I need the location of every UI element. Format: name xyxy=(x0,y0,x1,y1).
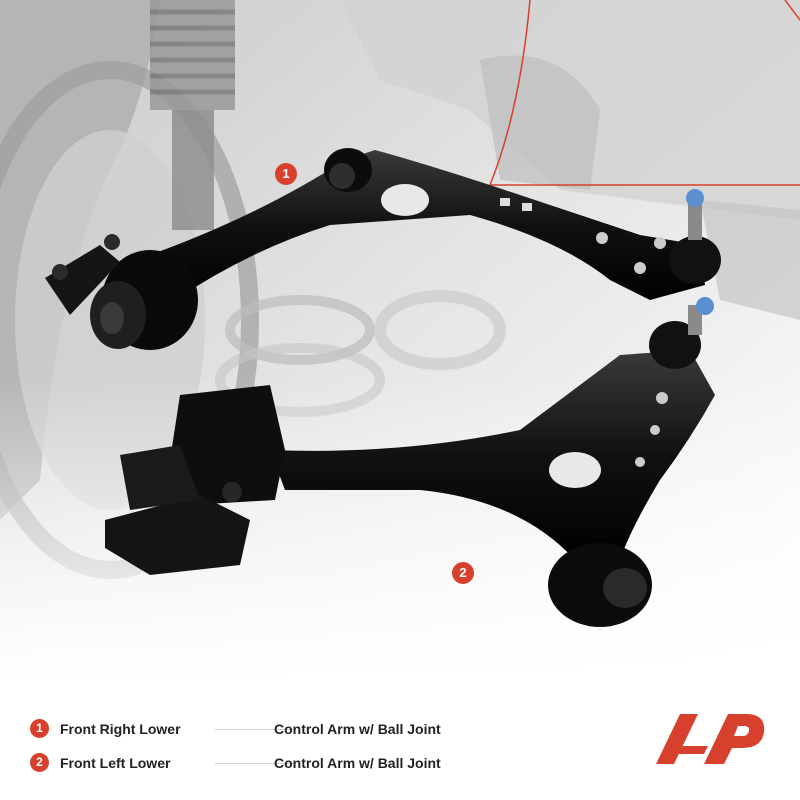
control-arm-front-right xyxy=(45,148,721,350)
callout-badge-2: 2 xyxy=(452,562,474,584)
callout-badge-1: 1 xyxy=(275,163,297,185)
legend-item: 1 Front Right Lower Control Arm w/ Ball … xyxy=(30,718,630,752)
legend-divider xyxy=(215,729,295,730)
control-arm-front-left xyxy=(105,297,715,627)
legend-position-label: Front Right Lower xyxy=(60,721,181,737)
legend-number-badge: 2 xyxy=(30,753,49,772)
legend-divider xyxy=(215,763,295,764)
legend-item: 2 Front Left Lower Control Arm w/ Ball J… xyxy=(30,752,630,786)
legend-number-badge: 1 xyxy=(30,719,49,738)
control-arms-photo xyxy=(0,0,800,680)
legend-part-label: Control Arm w/ Ball Joint xyxy=(274,755,441,771)
legend-position-label: Front Left Lower xyxy=(60,755,171,771)
legend-part-label: Control Arm w/ Ball Joint xyxy=(274,721,441,737)
brand-logo-icon xyxy=(656,714,765,764)
parts-legend: 1 Front Right Lower Control Arm w/ Ball … xyxy=(30,718,630,786)
